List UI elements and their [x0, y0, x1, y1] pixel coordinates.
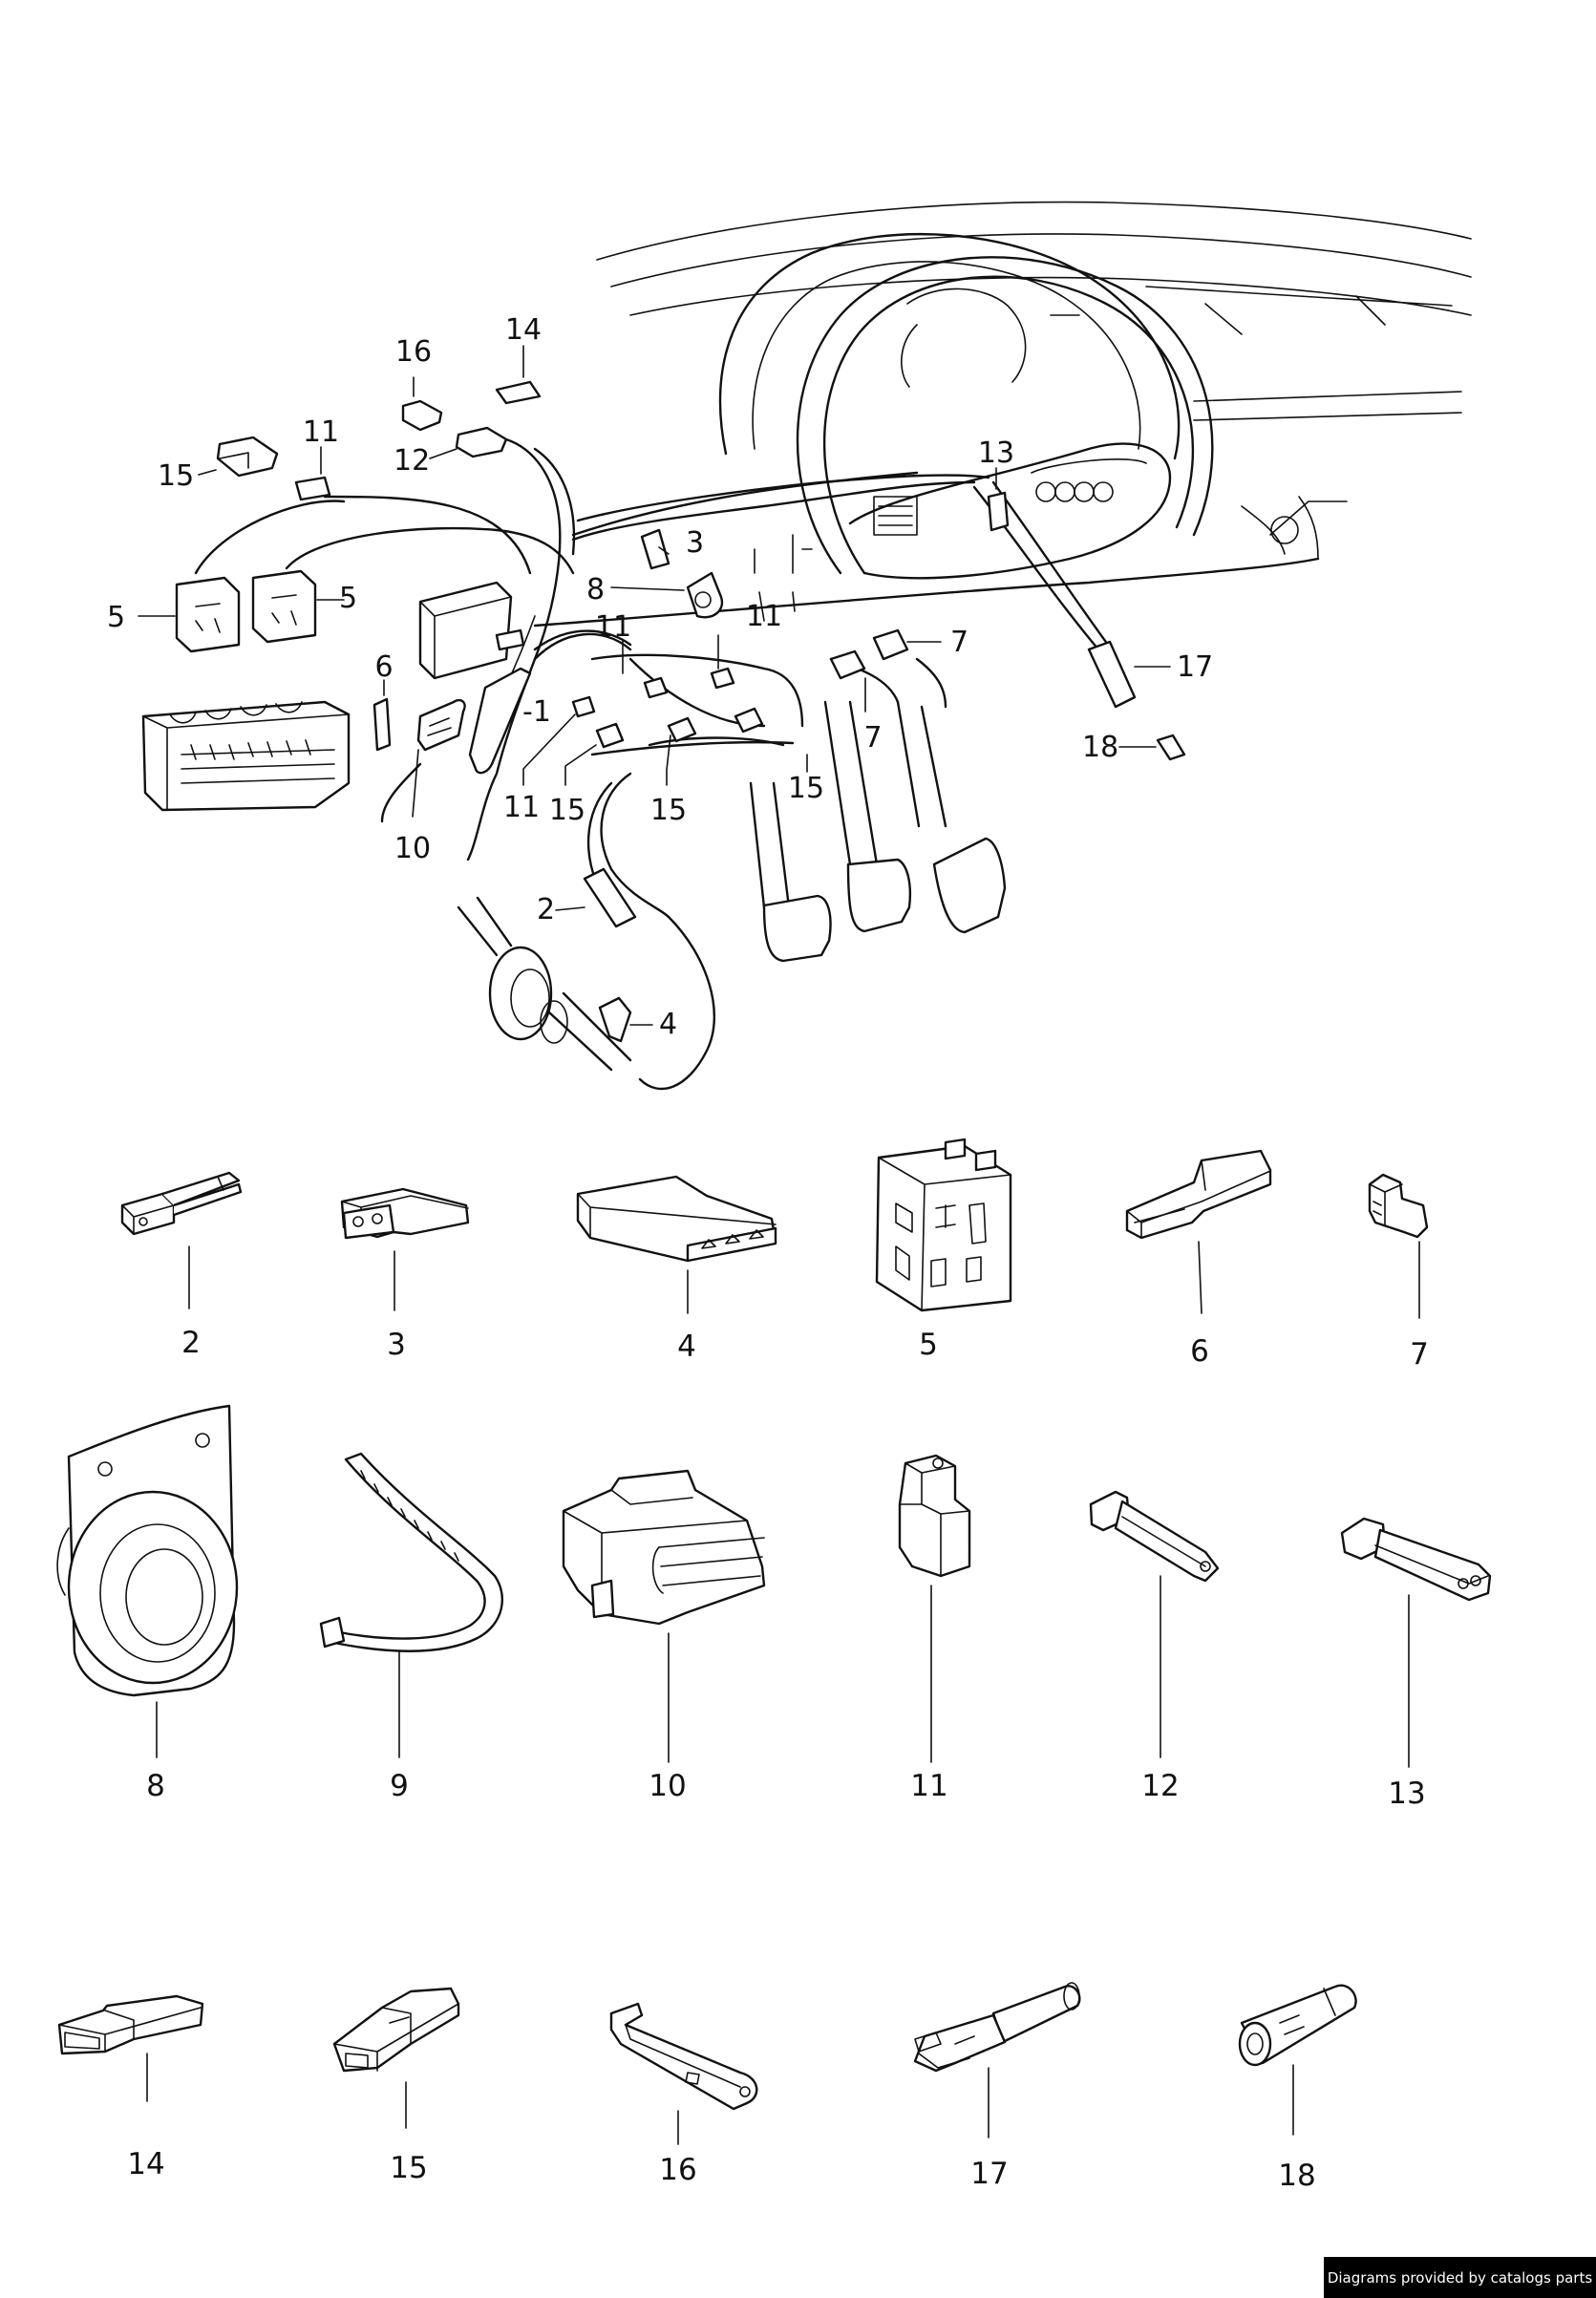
part-15: 15 [332, 1987, 460, 2185]
part-18-number: 18 [1278, 2159, 1315, 2193]
part-3: 3 [340, 1187, 470, 1362]
callout-15-top: 15 [158, 459, 194, 493]
callout-17: 17 [1177, 650, 1213, 684]
part-7: 7 [1368, 1173, 1429, 1372]
callout-7-right: 7 [950, 626, 968, 659]
part-17-number: 17 [970, 2157, 1008, 2191]
part-16: 16 [609, 2002, 758, 2187]
part-12-number: 12 [1141, 1769, 1179, 1803]
part-9: 9 [319, 1452, 503, 1803]
callout-15-b: 15 [650, 794, 687, 827]
part-7-number: 7 [1410, 1337, 1429, 1372]
part-13: 13 [1340, 1517, 1492, 1811]
callout-11-b: 11 [746, 600, 782, 633]
wiring-harness [194, 437, 1110, 1091]
part-10-number: 10 [649, 1769, 686, 1803]
callout-4: 4 [659, 1008, 677, 1041]
overview-callouts: 16 14 11 15 12 13 3 8 11 11 7 5 5 6 -1 1… [107, 313, 1213, 1041]
part-4: 4 [576, 1175, 777, 1364]
part-8-number: 8 [146, 1769, 165, 1803]
callout-5-right: 5 [339, 582, 357, 615]
part-6: 6 [1125, 1149, 1272, 1369]
callout-10: 10 [394, 832, 431, 865]
part-4-number: 4 [677, 1330, 696, 1364]
callout-15-a: 15 [549, 794, 585, 827]
footer-credit: Diagrams provided by catalogs parts [1324, 2257, 1596, 2298]
callout-3: 3 [686, 526, 704, 560]
callout-11-a: 11 [595, 610, 631, 644]
callout-16: 16 [395, 335, 432, 369]
callout-11-top: 11 [303, 415, 339, 449]
callout-7-bottom: 7 [863, 721, 882, 755]
relay-overview-left [175, 576, 241, 653]
callout-8: 8 [586, 573, 605, 606]
part-9-number: 9 [390, 1769, 409, 1803]
callout-1: -1 [522, 695, 551, 729]
part-11-number: 11 [910, 1769, 947, 1803]
part-16-number: 16 [659, 2153, 696, 2187]
callout-13: 13 [978, 436, 1014, 470]
part-14: 14 [57, 1994, 204, 2181]
overview-components [141, 380, 1186, 1043]
part-17: 17 [913, 1982, 1081, 2191]
callout-5-left: 5 [107, 601, 125, 634]
callout-11-bottom: 11 [503, 791, 540, 824]
callout-12: 12 [394, 444, 430, 478]
part-6-number: 6 [1190, 1334, 1209, 1369]
fuse-box [141, 700, 351, 812]
control-unit [418, 581, 525, 680]
part-14-number: 14 [127, 2147, 164, 2181]
part-8: 8 [56, 1404, 239, 1803]
part-5: 5 [875, 1138, 1012, 1362]
part-3-number: 3 [387, 1328, 406, 1362]
part-15-number: 15 [390, 2151, 427, 2185]
part-2-number: 2 [181, 1326, 201, 1360]
part-18: 18 [1238, 1984, 1357, 2193]
part-5-number: 5 [919, 1328, 938, 1362]
part-13-number: 13 [1388, 1777, 1425, 1811]
part-12: 12 [1089, 1490, 1220, 1803]
callout-2: 2 [537, 893, 555, 926]
part-2: 2 [120, 1171, 243, 1360]
relay-overview-right [251, 569, 317, 644]
callout-6: 6 [374, 650, 393, 684]
part-10: 10 [562, 1469, 766, 1803]
part-11: 11 [898, 1454, 971, 1803]
connector-10-overview [416, 698, 466, 752]
callout-14: 14 [505, 313, 542, 347]
callout-15-c: 15 [788, 772, 824, 805]
callout-18: 18 [1082, 731, 1118, 764]
dashboard-illustration [457, 201, 1472, 1072]
